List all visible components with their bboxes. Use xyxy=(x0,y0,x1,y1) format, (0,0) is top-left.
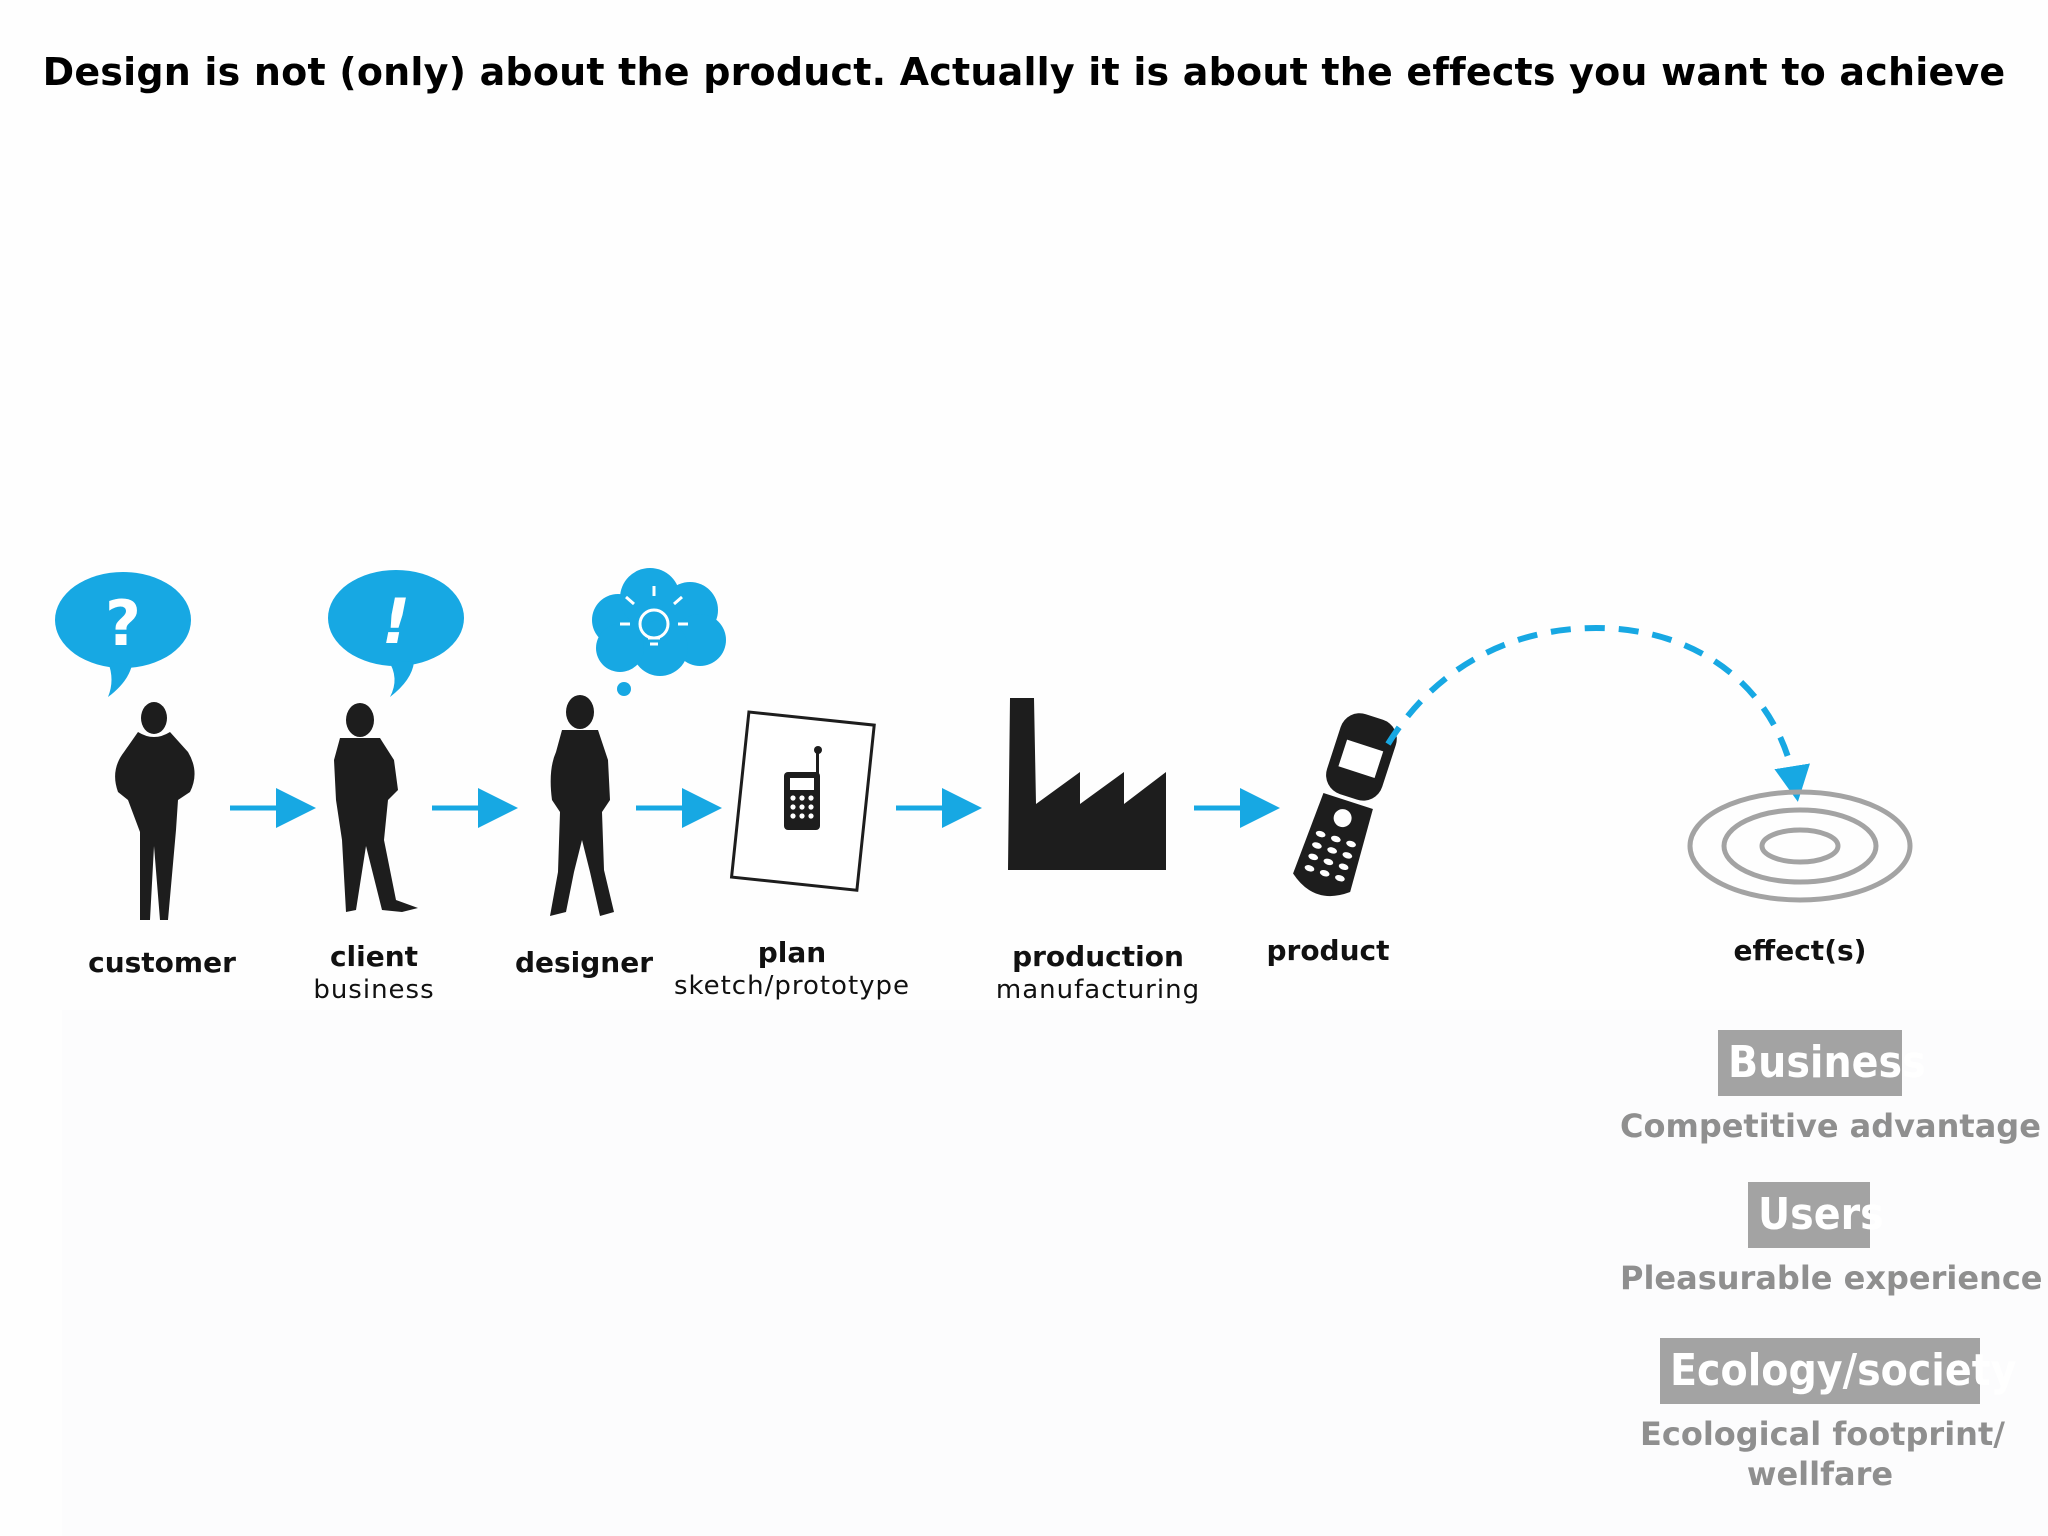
stage-title: customer xyxy=(88,946,236,979)
stage-label-product: product xyxy=(1248,934,1408,968)
canvas-shade xyxy=(62,1010,2048,1536)
factory-icon xyxy=(1008,698,1166,870)
stage-label-customer: customer xyxy=(82,946,242,980)
stage-title: client xyxy=(329,940,419,973)
effect-tag-business: Business xyxy=(1718,1030,1926,1096)
stage-label-production: production manufacturing xyxy=(978,940,1218,1006)
stage-subtitle: manufacturing xyxy=(995,975,1201,1005)
lightbulb-thought-icon xyxy=(592,568,726,696)
stage-title: product xyxy=(1266,934,1390,967)
stage-subtitle: business xyxy=(313,975,435,1005)
exclamation-mark: ! xyxy=(382,585,410,658)
stage-label-plan: plan sketch/prototype xyxy=(672,936,912,1002)
effect-desc-ecology-line2: wellfare xyxy=(1746,1455,1894,1493)
page-title: Design is not (only) about the product. … xyxy=(42,50,2006,94)
effect-desc-business: Competitive advantage xyxy=(1620,1107,2041,1145)
stage-title: production xyxy=(1012,940,1184,973)
plan-sheet-icon xyxy=(729,710,876,892)
client-silhouette-icon xyxy=(334,703,418,912)
effect-tag-ecology: Ecology/society xyxy=(1660,1338,2016,1404)
stage-subtitle: sketch/prototype xyxy=(673,971,911,1001)
stage-label-designer: designer xyxy=(504,946,664,980)
question-mark: ? xyxy=(105,587,141,660)
stage-title: designer xyxy=(514,946,654,979)
stage-title: plan xyxy=(757,936,827,969)
effect-desc-ecology-line1: Ecological footprint/ xyxy=(1640,1415,2005,1453)
exclamation-bubble-icon: ! xyxy=(328,570,464,697)
customer-silhouette-icon xyxy=(115,702,195,920)
plan-phone-icon xyxy=(784,746,822,830)
stage-label-client: client business xyxy=(294,940,454,1006)
effect-arc xyxy=(1385,624,1810,802)
target-icon xyxy=(1687,789,1913,903)
effect-tag-users: Users xyxy=(1748,1182,1884,1248)
designer-silhouette-icon xyxy=(550,695,614,916)
stage-title: effect(s) xyxy=(1733,934,1867,967)
phone-icon xyxy=(1293,713,1397,897)
question-bubble-icon: ? xyxy=(55,572,191,697)
effect-desc-users: Pleasurable experience xyxy=(1620,1259,2043,1297)
stage-label-effects: effect(s) xyxy=(1720,934,1880,968)
